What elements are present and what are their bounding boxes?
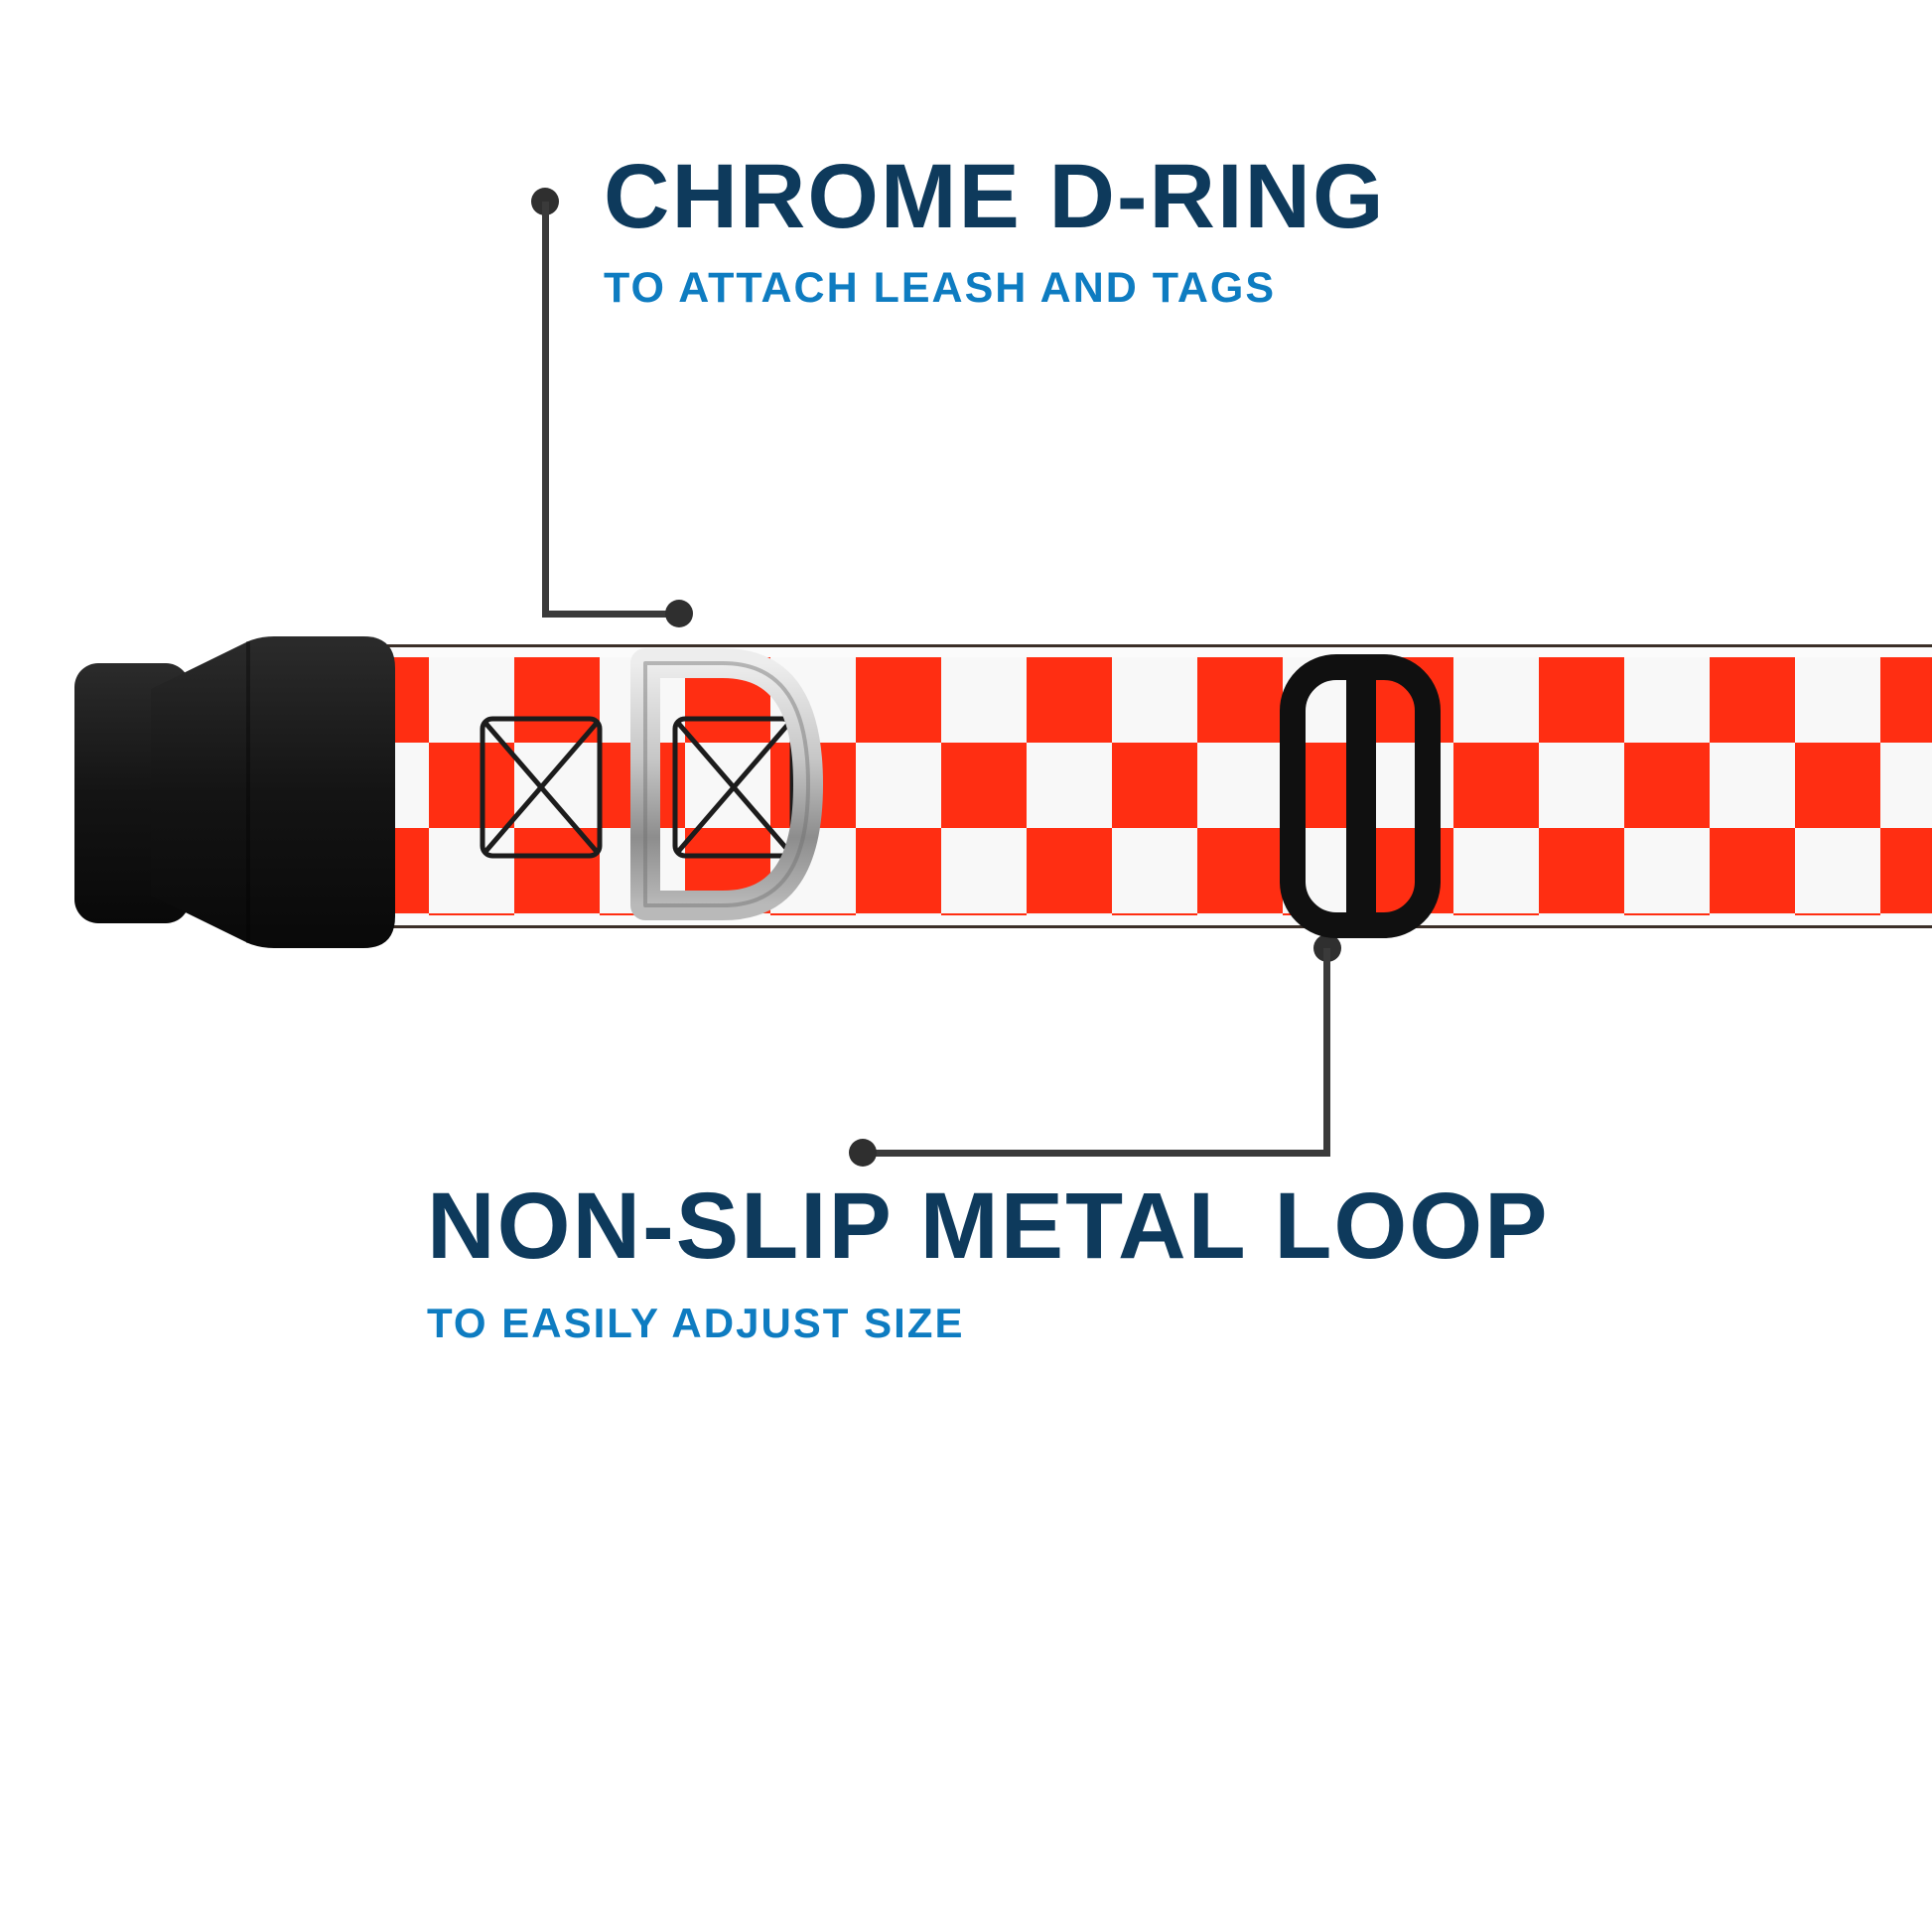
connector-line-loop-horizontal	[862, 1150, 1330, 1157]
connector-line-loop-vertical	[1323, 948, 1330, 1154]
connector-dot-dring-end	[665, 600, 693, 627]
callout-loop-subtitle: TO EASILY ADJUST SIZE	[427, 1300, 965, 1346]
callout-dring-title: CHROME D-RING	[604, 146, 1386, 247]
connector-line-dring-horizontal	[542, 611, 683, 618]
callout-dring-subtitle: TO ATTACH LEASH AND TAGS	[604, 264, 1277, 312]
callout-loop-title: NON-SLIP METAL LOOP	[427, 1173, 1550, 1279]
collar-strap	[288, 644, 1932, 928]
checkerboard-webbing	[288, 657, 1932, 915]
connector-dot-loop-end	[849, 1139, 877, 1167]
callout-dring: CHROME D-RING TO ATTACH LEASH AND TAGS	[604, 151, 1386, 313]
connector-line-dring-vertical	[542, 202, 549, 618]
callout-loop: NON-SLIP METAL LOOP TO EASILY ADJUST SIZ…	[427, 1179, 1550, 1347]
